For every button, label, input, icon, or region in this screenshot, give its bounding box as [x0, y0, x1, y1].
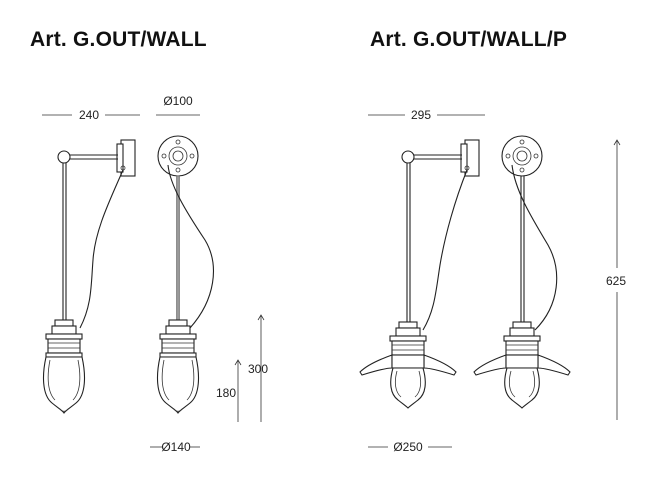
right-side-view [359, 139, 480, 409]
dim-label-d250: Ø250 [393, 440, 423, 454]
left-side-view [42, 139, 136, 414]
title-art-g-out-wall: Art. G.OUT/WALL [30, 28, 207, 51]
dim-label-300: 300 [248, 362, 268, 376]
right-front-view [473, 135, 571, 409]
title-art-g-out-wall-p: Art. G.OUT/WALL/P [370, 28, 568, 51]
dim-label-240: 240 [79, 108, 99, 122]
dim-label-295: 295 [411, 108, 431, 122]
dim-label-d100: Ø100 [163, 94, 193, 108]
dim-label-625: 625 [606, 274, 626, 288]
dim-label-180: 180 [216, 386, 236, 400]
left-front-view [156, 135, 214, 414]
dim-label-d140: Ø140 [161, 440, 191, 454]
